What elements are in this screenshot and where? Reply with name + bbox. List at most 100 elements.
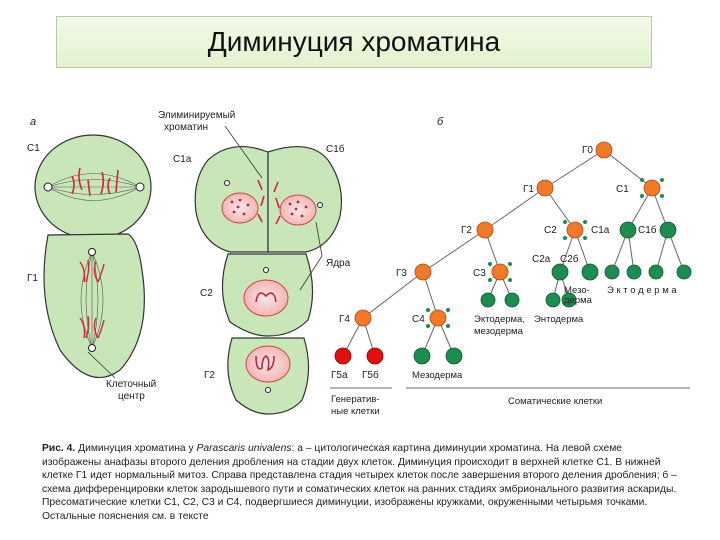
label-meso-1a: Мезо- [564, 285, 590, 296]
centrosome-g1-top [88, 248, 96, 256]
diminution-dots-c4 [426, 308, 450, 328]
cell-c1-label: С1 [27, 143, 40, 154]
node-c2a-child-2 [561, 292, 577, 308]
node-g3 [414, 263, 432, 281]
caption-lead: Диминуция хроматина у [75, 443, 197, 454]
nuclei-label: Ядра [326, 258, 351, 269]
nucleus-c2 [243, 279, 289, 317]
chromatin-c1b [288, 200, 308, 218]
spindle-g1 [80, 251, 104, 349]
label-meso-1b: дерма [564, 295, 593, 306]
spindle-c1 [47, 173, 141, 201]
title-box: Диминуция хроматина [56, 16, 652, 68]
node-g2 [476, 221, 494, 239]
chromosomes-c1 [71, 167, 119, 197]
node-c3-child-2 [504, 292, 520, 308]
panel-a-letter: а [30, 116, 36, 128]
caption-species: Parascaris univalens [196, 443, 292, 454]
centre-pointer [87, 351, 116, 379]
label-g2: Г2 [461, 225, 472, 236]
node-c4 [429, 309, 447, 327]
label-c4: С4 [412, 314, 425, 325]
eliminated-chromatin-marks [257, 179, 281, 225]
node-ecto-1 [604, 264, 620, 280]
nucleus-c1b [279, 194, 317, 226]
centre-label-2: центр [118, 391, 145, 402]
cell-c2-label: С2 [200, 288, 213, 299]
label-g3: Г3 [396, 268, 407, 279]
chromosome-g2 [255, 355, 275, 372]
label-somatic: Соматические клетки [508, 396, 602, 407]
cell-g1 [43, 233, 145, 379]
label-ectoderm: Э к т о д е р м а [607, 285, 677, 296]
centrosome-g1-bottom [88, 344, 96, 352]
label-c3: С3 [473, 268, 486, 279]
node-c2b [581, 263, 599, 281]
node-c2 [566, 221, 584, 239]
centrosome-c1b [317, 202, 323, 208]
label-g4: Г4 [339, 314, 350, 325]
node-g5a [334, 347, 352, 365]
label-c2: С2 [544, 225, 557, 236]
node-c3-child-1 [480, 292, 496, 308]
node-c1b [659, 221, 677, 239]
node-c4-child-2 [445, 347, 463, 365]
label-g1: Г1 [523, 184, 534, 195]
node-g5b [366, 347, 384, 365]
figure-caption: Рис. 4. Диминуция хроматина у Parascaris… [42, 442, 682, 523]
label-g5b: Г5б [362, 369, 379, 381]
label-g0: Г0 [582, 145, 593, 156]
chromatin-c1a [230, 198, 250, 216]
nuclei-pointer-1 [299, 255, 323, 291]
label-g5a: Г5а [331, 370, 348, 381]
centrosome-c1-right [135, 182, 145, 192]
label-c1: С1 [616, 184, 629, 195]
node-g4 [354, 309, 372, 327]
label-c1a: С1а [591, 225, 610, 236]
diminution-dots-c2 [563, 220, 587, 240]
diminution-dots-c1 [640, 178, 664, 198]
cell-g1-label: Г1 [27, 273, 38, 284]
label-c2b: С2б [560, 253, 579, 265]
node-g1 [536, 179, 554, 197]
node-c2a [551, 263, 569, 281]
caption-body: : а – цитологическая картина диминуции х… [42, 443, 677, 522]
nuclei-pointer-2 [315, 221, 323, 257]
panel-b-letter: б [437, 116, 444, 128]
label-gen-1: Генератив- [331, 394, 380, 405]
label-c1b: С1б [638, 224, 657, 236]
chromosomes-g1 [79, 259, 105, 339]
label-ecto-meso-1: Эктодерма, [474, 314, 525, 325]
node-c1 [643, 179, 661, 197]
label-ecto-meso-2: мезодерма [474, 326, 524, 337]
nucleus-c1a [221, 192, 259, 224]
eliminated-label-2: хроматин [164, 122, 208, 133]
node-ecto-3 [648, 264, 664, 280]
diminution-dots-c3 [488, 262, 512, 282]
label-mesoderm-2: Мезодерма [412, 370, 463, 381]
node-ecto-4 [676, 264, 692, 280]
page-title: Диминуция хроматина [207, 26, 501, 57]
cell-c1a-label: С1а [173, 154, 192, 165]
centrosome-c1-left [43, 182, 53, 192]
node-c1a [619, 221, 637, 239]
node-c4-child-1 [413, 347, 431, 365]
label-c2a: С2а [532, 254, 551, 265]
centrosome-c2 [263, 267, 269, 273]
cell-g2-label: Г2 [204, 370, 215, 381]
cell-c1b-label: С1б [326, 143, 345, 155]
eliminated-label-1: Элиминируемый [158, 110, 235, 121]
centrosome-c1a [224, 180, 230, 186]
centrosome-g2 [265, 387, 271, 393]
caption-fig-number: Рис. 4. [42, 443, 76, 454]
centre-label-1: Клеточный [106, 379, 156, 390]
label-endoderm: Энтодерма [534, 314, 584, 325]
node-c2a-child-1 [545, 292, 561, 308]
chromosome-c2 [255, 292, 277, 303]
node-g0 [595, 141, 613, 159]
node-c3 [491, 263, 509, 281]
eliminated-pointer [224, 125, 263, 179]
label-gen-2: ные клетки [331, 406, 380, 417]
node-ecto-2 [626, 264, 642, 280]
